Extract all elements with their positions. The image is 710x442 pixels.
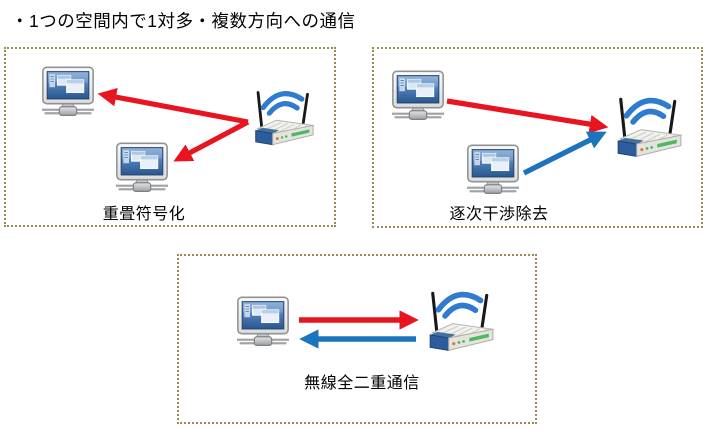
computer-icon [40, 66, 96, 118]
page-title: ・1つの空間内で1対多・複数方向への通信 [11, 11, 356, 31]
panel-successive-interference-cancellation [372, 47, 703, 228]
computer-icon [390, 70, 446, 122]
panel-wireless-full-duplex [177, 254, 537, 424]
wireless-router-icon [250, 84, 316, 148]
panel-label: 逐次干渉除去 [449, 206, 549, 223]
wireless-router-icon [424, 284, 496, 354]
panel-superposition-coding [4, 47, 336, 227]
panel-label: 重畳符号化 [102, 206, 186, 223]
panel-label: 無線全二重通信 [304, 375, 420, 392]
computer-icon [465, 144, 521, 196]
computer-icon [114, 142, 170, 194]
wireless-router-icon [612, 90, 684, 160]
computer-icon [235, 296, 291, 348]
